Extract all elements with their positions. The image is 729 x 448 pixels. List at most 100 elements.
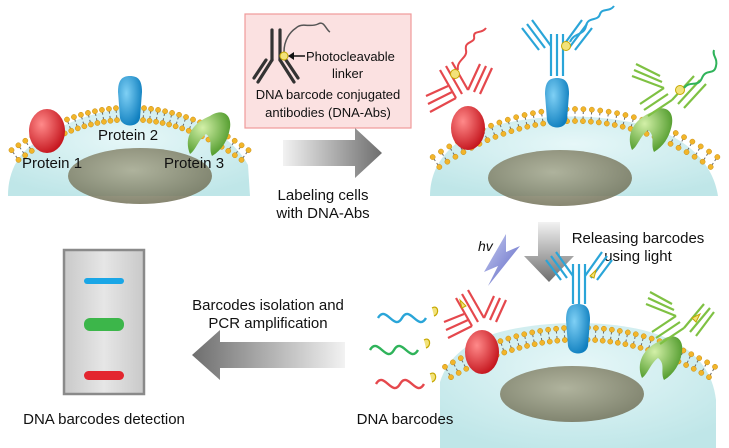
- lipid-head: [603, 120, 610, 127]
- lipid-head: [611, 122, 618, 128]
- lipid-head: [616, 328, 623, 334]
- lipid-head: [691, 153, 698, 160]
- lipid-head: [99, 107, 105, 113]
- lipid-head: [460, 149, 467, 155]
- lipid-head: [488, 122, 494, 129]
- linker-dot-icon: [279, 51, 289, 61]
- cleaved-linker-green: [691, 312, 702, 323]
- dna-barcode-green: [683, 49, 718, 89]
- lipid-head: [516, 125, 523, 132]
- lipid-head: [238, 157, 245, 163]
- lipid-head: [172, 123, 179, 130]
- band-red: [84, 371, 124, 380]
- protein-3: [639, 336, 683, 380]
- lipid-head: [429, 154, 436, 160]
- lipid-head: [592, 337, 598, 343]
- lipid-head: [155, 107, 161, 113]
- lipid-head: [597, 107, 604, 114]
- lipid-head: [455, 370, 462, 376]
- lipid-head: [513, 114, 520, 121]
- lipid-head: [176, 111, 182, 118]
- lipid-head: [714, 154, 721, 160]
- protein-2-label: Protein 2: [98, 127, 158, 144]
- lipid-head: [690, 365, 697, 372]
- lipid-head: [450, 359, 456, 366]
- lipid-head: [537, 328, 544, 334]
- lipid-head: [446, 143, 453, 150]
- protein-2: [545, 78, 569, 128]
- fragment-red: [429, 372, 437, 383]
- linker-label-line2: linker: [332, 66, 364, 81]
- lipid-head: [624, 329, 631, 336]
- cell-released: [440, 251, 718, 448]
- lipid-head: [85, 110, 91, 116]
- lipid-head: [538, 108, 545, 115]
- lipid-head: [509, 347, 515, 353]
- lipid-head: [699, 158, 706, 165]
- lipid-head: [141, 105, 147, 111]
- lipid-head: [452, 153, 459, 160]
- lipid-head: [630, 343, 636, 349]
- lipid-head: [561, 325, 567, 331]
- lipid-head: [712, 363, 718, 370]
- fragment-blue: [431, 306, 439, 317]
- lipid-head: [607, 338, 614, 345]
- lipid-head: [146, 117, 153, 124]
- lipid-head: [457, 355, 464, 361]
- dna-barcodes-label: DNA barcodes: [357, 411, 454, 428]
- lipid-head: [179, 125, 186, 132]
- legend-caption-line2: antibodies (DNA-Abs): [265, 105, 391, 120]
- lipid-head: [94, 120, 101, 126]
- lipid-head: [632, 331, 639, 338]
- lipid-head: [101, 118, 107, 125]
- lipid-head: [580, 118, 586, 125]
- lipid-head: [497, 338, 504, 344]
- gel-panel: [62, 248, 146, 396]
- lipid-head: [232, 152, 238, 159]
- lipid-head: [508, 128, 515, 134]
- protein-1: [465, 330, 499, 374]
- lipid-head: [448, 374, 454, 381]
- releasing-arrow: [524, 222, 574, 282]
- band-green: [84, 318, 124, 331]
- lipid-head: [630, 114, 637, 121]
- dna-barcode-red: [456, 27, 487, 71]
- light-symbol: hv: [478, 238, 494, 254]
- lipid-head: [162, 108, 168, 115]
- legend-caption-line1: DNA barcode conjugated: [256, 87, 401, 102]
- lipid-head: [245, 147, 252, 153]
- lipid-head: [637, 344, 644, 351]
- cell-unlabeled: Protein 1 Protein 2 Protein 3: [8, 76, 252, 204]
- free-barcode-green: [368, 344, 420, 356]
- lipid-head: [505, 335, 512, 342]
- light-bolt-icon: [484, 234, 520, 286]
- lipid-head: [681, 134, 687, 141]
- protein-1: [29, 109, 65, 153]
- lipid-head: [601, 325, 607, 332]
- lipid-head: [92, 108, 98, 115]
- dna-strand-icon: [283, 22, 331, 53]
- antibody-red: [425, 61, 493, 113]
- free-dna-barcodes: [368, 306, 439, 390]
- lipid-head: [588, 118, 594, 125]
- lipid-head: [599, 337, 606, 344]
- linker-dot: [450, 69, 460, 79]
- lipid-head: [619, 123, 626, 130]
- lipid-head: [28, 148, 35, 154]
- lipid-head: [593, 325, 599, 331]
- lipid-head: [521, 112, 528, 118]
- protein-3-label: Protein 3: [164, 155, 224, 172]
- lipid-head: [524, 123, 531, 130]
- lipid-head: [231, 137, 238, 144]
- protein-2: [118, 76, 142, 126]
- lipid-head: [539, 339, 546, 346]
- lipid-head: [640, 333, 647, 340]
- linker-label-line1: Photocleavable: [306, 49, 395, 64]
- free-barcode-blue: [376, 312, 428, 324]
- lipid-head: [501, 349, 508, 356]
- releasing-label-line2: using light: [604, 248, 672, 265]
- lipid-head: [238, 142, 245, 149]
- releasing-label-line1: Releasing barcodes: [572, 230, 705, 247]
- lipid-head: [546, 338, 553, 345]
